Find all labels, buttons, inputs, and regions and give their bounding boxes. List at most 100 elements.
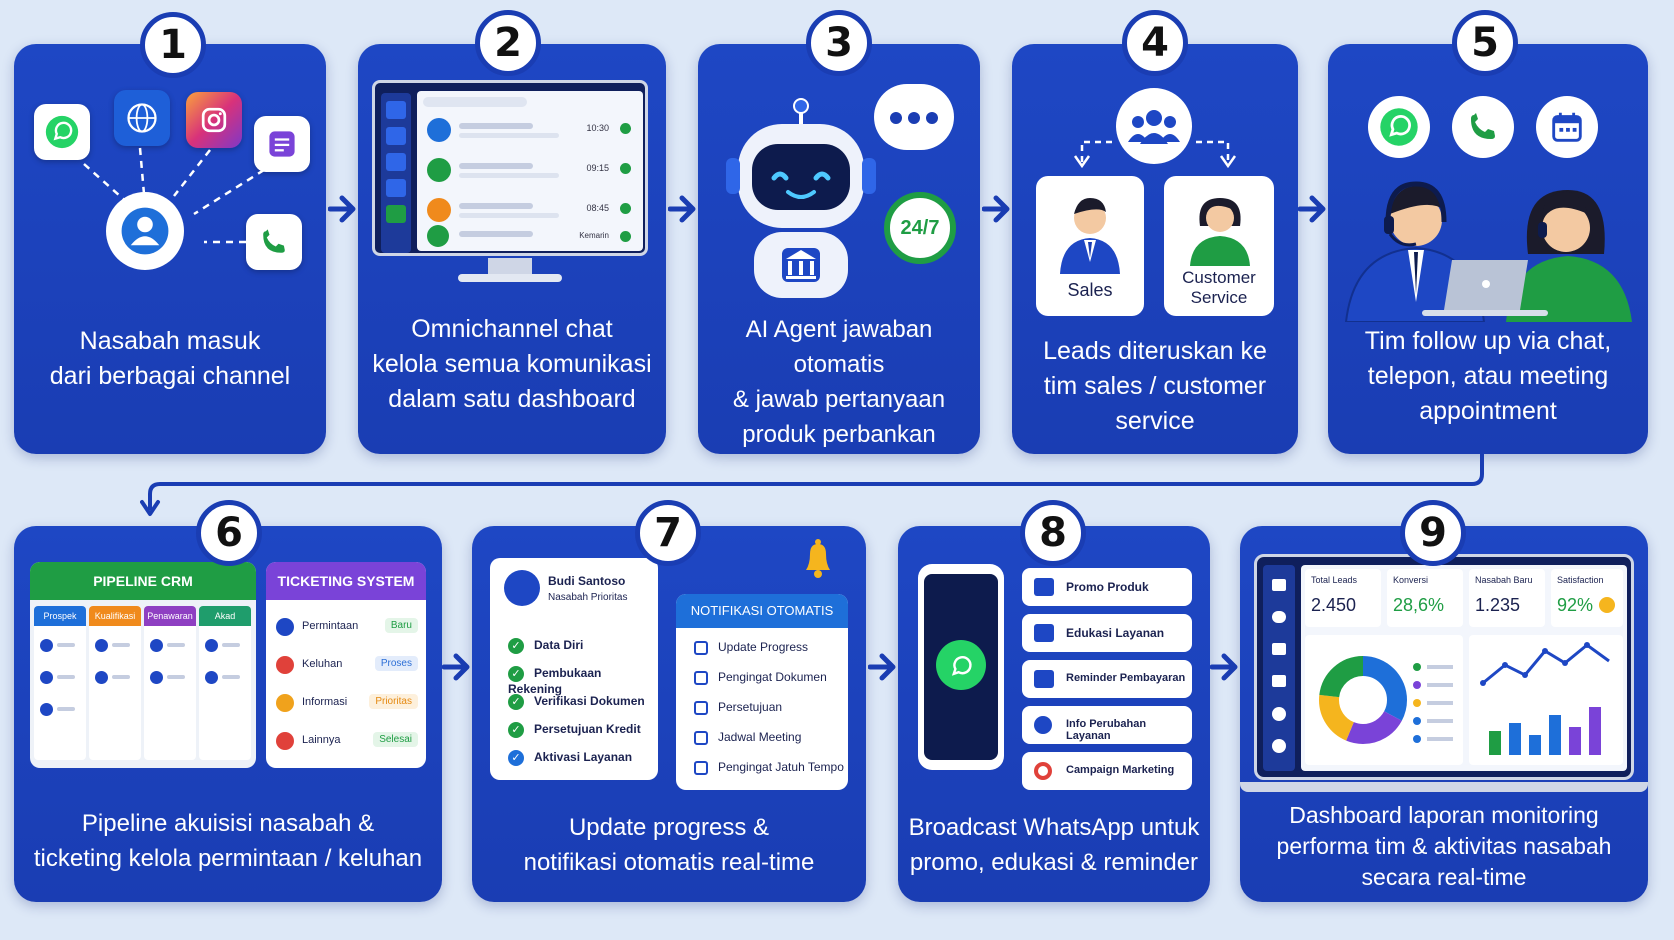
chat-row[interactable]: 09:15 [423,155,637,185]
pipeline-lead-card[interactable] [150,670,190,686]
broadcast-item[interactable]: Info Perubahan Layanan [1022,706,1192,744]
laptop-screen: Total Leads 2.450 Konversi 28,6% Nasabah… [1254,554,1634,780]
graduation-cap-icon [1034,624,1054,642]
notif-icon [694,700,708,715]
pipeline-column[interactable]: Kualifikasi [89,606,141,760]
phone-icon [1452,96,1514,158]
pipeline-lead-card[interactable] [205,638,245,654]
chat-row[interactable]: Kemarin [423,223,637,249]
chat-row[interactable]: 08:45 [423,195,637,225]
online-dot [620,163,631,174]
lead-avatar-icon [205,671,218,684]
lead-avatar-icon [40,703,53,716]
sidebar-mail-icon [386,179,406,197]
lead-avatar-icon [150,639,163,652]
step-6-caption: Pipeline akuisisi nasabah & ticketing ke… [33,810,423,872]
step-7-caption: Update progress & notifikasi otomatis re… [523,814,815,876]
stat-value: 92% [1557,595,1594,615]
ticket-row[interactable]: Keluhan Proses [274,650,420,680]
pipeline-column-header: Penawaran [144,606,196,626]
pipeline-lead-card[interactable] [205,670,245,686]
stat-label: Nasabah Baru [1475,575,1533,585]
step-4-caption: Leads diteruskan ke tim sales / customer… [1043,337,1267,435]
ticket-label: Informasi [302,696,348,708]
target-icon [1034,762,1052,780]
dash-sidebar [1263,565,1295,771]
contact-avatar [427,198,451,222]
step-4-card: Sales Customer Service Leads diteruskan … [1012,44,1298,454]
broadcast-label: Promo Produk [1066,580,1149,594]
pipeline-column[interactable]: Penawaran [144,606,196,760]
cs-person-icon [1190,198,1250,266]
arrow-5-6 [140,454,1484,516]
stat-value: 1.235 [1475,595,1521,615]
chart-icon [1272,675,1286,687]
step-2-number: 2 [475,10,541,76]
contact-avatar [427,158,451,182]
stat-card: Nasabah Baru 1.235 [1469,569,1545,627]
stat-card: Konversi 28,6% [1387,569,1463,627]
ticket-row[interactable]: Permintaan Baru [274,612,420,642]
pipeline-lead-card[interactable] [40,638,80,654]
form-icon [254,116,310,172]
customer-service-box[interactable]: Customer Service [1164,176,1274,316]
broadcast-item[interactable]: Campaign Marketing [1022,752,1192,790]
split-connector [1073,140,1237,169]
megaphone-icon [1034,578,1054,596]
users-icon [1272,643,1286,655]
step-9-number: 9 [1400,500,1466,566]
ticket-row[interactable]: Informasi Prioritas [274,688,420,718]
info-icon [1034,716,1052,734]
broadcast-item[interactable]: Promo Produk [1022,568,1192,606]
check-icon: ✓ [508,750,524,766]
progress-step: ✓Verifikasi Dokumen [508,694,645,710]
broadcast-label: Info Perubahan Layanan [1066,718,1147,742]
ticket-row[interactable]: Lainnya Selesai [274,726,420,756]
chat-time: 10:30 [586,123,609,133]
sidebar-home-icon [386,101,406,119]
step-5-card: Tim follow up via chat, telepon, atau me… [1328,44,1648,454]
monitor-stand [488,258,532,276]
notif-icon [694,730,708,745]
ticket-status: Prioritas [369,694,418,709]
notif-icon [694,760,708,775]
step-8-caption: Broadcast WhatsApp untuk promo, edukasi … [908,814,1200,876]
ticketing-panel: TICKETING SYSTEM Permintaan Baru Keluhan… [266,562,426,768]
chat-row[interactable]: 10:30 [423,115,637,145]
online-dot [620,203,631,214]
stat-value: 28,6% [1393,595,1445,615]
progress-step: ✓Pembukaan Rekening [508,666,602,696]
pipeline-column[interactable]: Akad [199,606,251,760]
notification-title: NOTIFIKASI OTOMATIS [676,594,848,628]
lead-avatar-icon [205,639,218,652]
pipeline-column[interactable]: Prospek [34,606,86,760]
monitor-screen: 10:30 09:15 08:45 Kemarin [372,80,648,256]
step-6-number: 6 [196,500,262,566]
phone-mockup [918,564,1004,770]
notification-item: Pengingat Jatuh Tempo [694,760,844,775]
ticket-status: Selesai [373,732,418,747]
notif-icon [694,640,708,655]
calendar-icon [1536,96,1598,158]
broadcast-item[interactable]: Reminder Pembayaran [1022,660,1192,698]
step-3-number: 3 [806,10,872,76]
step-1-caption: Nasabah masuk dari berbagai channel [49,327,291,390]
stat-label: Satisfaction [1557,575,1604,585]
pipeline-lead-card[interactable] [40,670,80,686]
chat-icon [1272,611,1286,623]
pipeline-lead-card[interactable] [40,702,80,718]
broadcast-item[interactable]: Edukasi Layanan [1022,614,1192,652]
notif-icon [694,670,708,685]
customer-name: Budi Santoso [548,574,626,588]
step-4-number: 4 [1122,10,1188,76]
progress-step: ✓Data Diri [508,638,583,654]
step-8-number: 8 [1020,500,1086,566]
laptop-base [1240,782,1648,792]
whatsapp-icon [34,104,90,160]
pipeline-lead-card[interactable] [150,638,190,654]
pipeline-lead-card[interactable] [95,638,135,654]
pipeline-lead-card[interactable] [95,670,135,686]
step-2-card: 10:30 09:15 08:45 Kemarin [358,44,666,454]
sales-box[interactable]: Sales [1036,176,1144,316]
